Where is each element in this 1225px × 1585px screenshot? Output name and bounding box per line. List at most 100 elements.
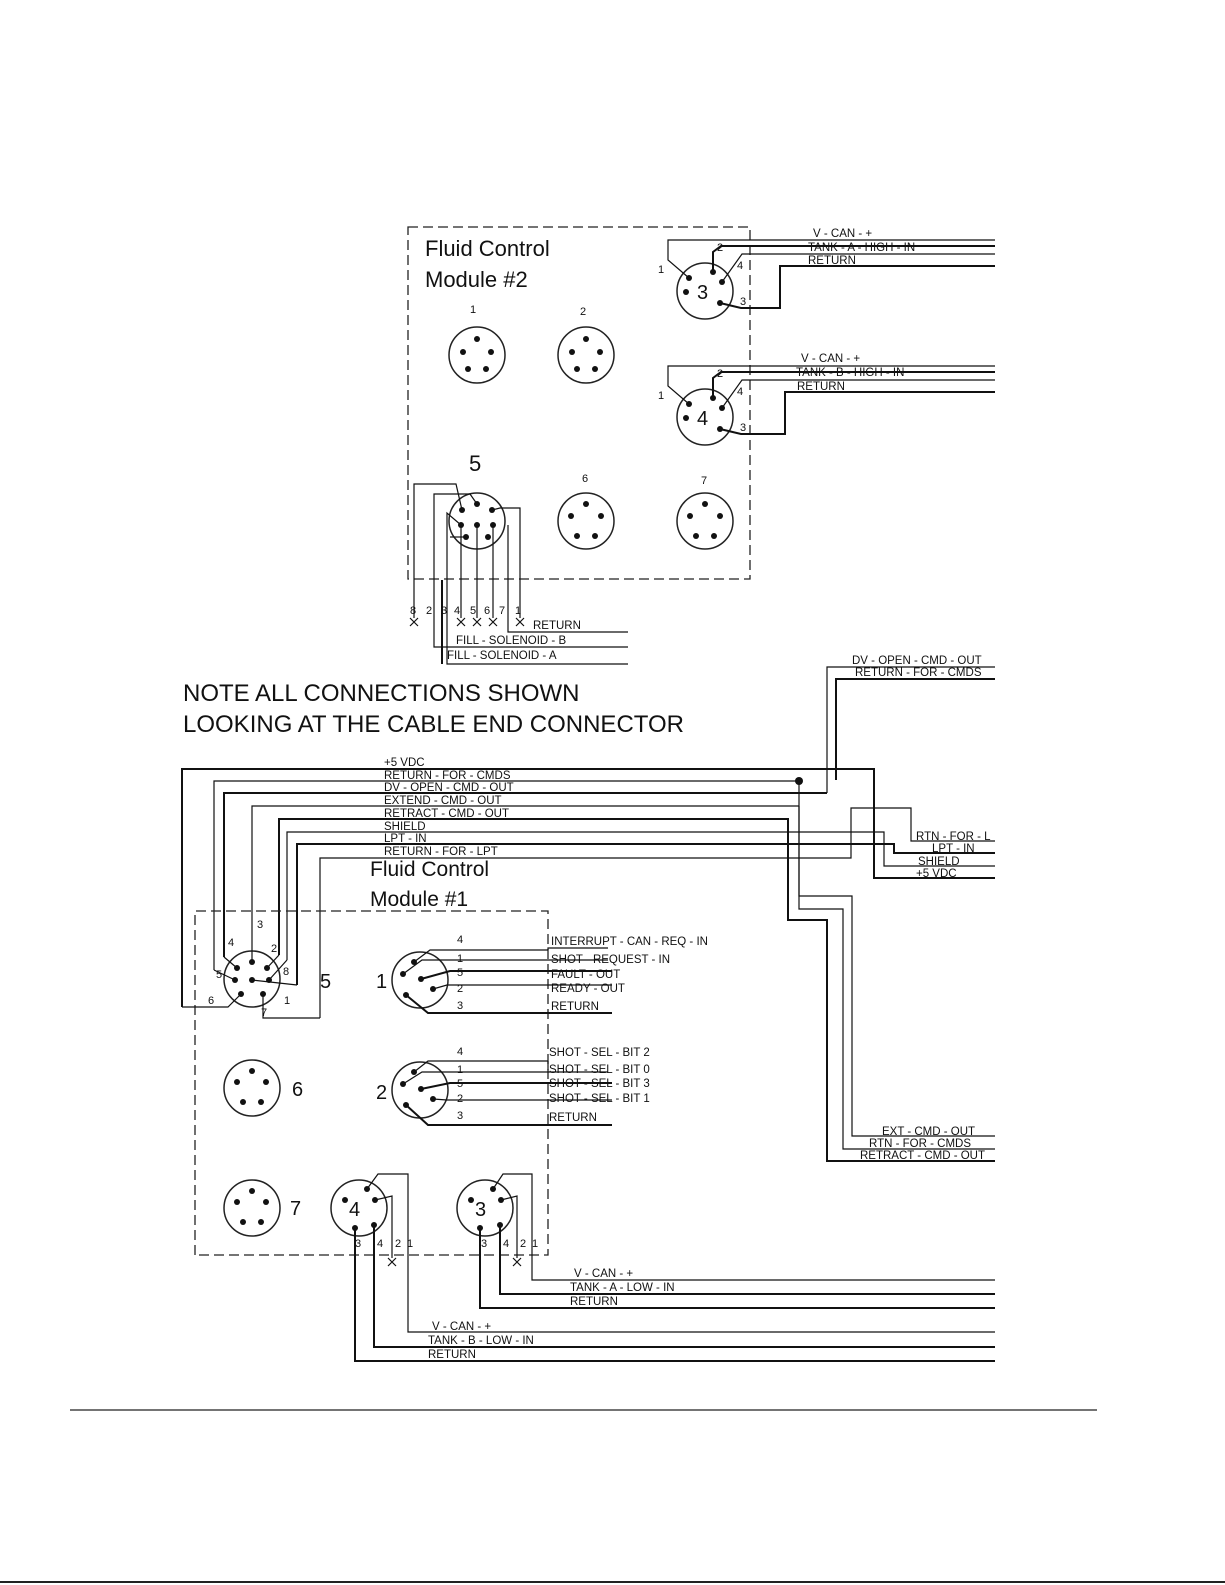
module1-c2-pin2: 2 bbox=[457, 1093, 463, 1105]
module2-connector-1 bbox=[448, 326, 506, 384]
module1-connector-3-label: 3 bbox=[475, 1199, 486, 1221]
right-mid-rtn-for-l: RTN - FOR - L bbox=[916, 831, 991, 843]
right-mid-shield: SHIELD bbox=[918, 856, 960, 868]
module1-title-line2: Module #1 bbox=[370, 888, 468, 911]
module1-c3-pin2: 2 bbox=[520, 1238, 526, 1250]
bus-5vdc: +5 VDC bbox=[384, 757, 425, 769]
module2-c5-pin5: 5 bbox=[470, 605, 476, 617]
module2-c3-pin3: 3 bbox=[740, 296, 746, 308]
module1-c3-pin1: 1 bbox=[532, 1238, 538, 1250]
module1-c2-pin1: 1 bbox=[457, 1064, 463, 1076]
module2-c5-unused-terminals bbox=[409, 617, 525, 627]
module1-c3-signal-vcan: V - CAN - + bbox=[574, 1268, 633, 1280]
module1-connector-3 bbox=[456, 1179, 514, 1237]
module2-c5-pin8: 8 bbox=[410, 605, 416, 617]
junction-return-cmds bbox=[795, 777, 803, 785]
module1-c1-pin4: 4 bbox=[457, 934, 463, 946]
module2-c5-pin7: 7 bbox=[499, 605, 505, 617]
bus-return-for-lpt: RETURN - FOR - LPT bbox=[384, 846, 498, 858]
right-low-ext-cmd: EXT - CMD - OUT bbox=[882, 1126, 975, 1138]
module1-c5-pin3: 3 bbox=[257, 919, 263, 931]
module1-c2-pin5: 5 bbox=[457, 1078, 463, 1090]
module2-c4-pin3: 3 bbox=[740, 422, 746, 434]
module2-c3-pin2: 2 bbox=[717, 242, 723, 254]
bus-retract-cmd: RETRACT - CMD - OUT bbox=[384, 808, 509, 820]
module1-connector-6 bbox=[223, 1059, 281, 1117]
module1-c5-pin4: 4 bbox=[228, 937, 234, 949]
right-mid-5vdc: +5 VDC bbox=[916, 868, 957, 880]
module1-c1-signal-interrupt: INTERRUPT - CAN - REQ - IN bbox=[551, 936, 708, 948]
module1-c3-pin4: 4 bbox=[503, 1238, 509, 1250]
module1-connector-2-label: 2 bbox=[376, 1082, 387, 1104]
bus-shield: SHIELD bbox=[384, 821, 426, 833]
module1-c2-signal-return: RETURN bbox=[549, 1112, 597, 1124]
right-low-retract-cmd: RETRACT - CMD - OUT bbox=[860, 1150, 985, 1162]
module1-connector-1 bbox=[391, 951, 449, 1009]
module1-c4-signal-return: RETURN bbox=[428, 1349, 476, 1361]
module2-c5-pin2: 2 bbox=[426, 605, 432, 617]
module1-c1-pin1: 1 bbox=[457, 953, 463, 965]
module1-c3-signal-tank-a-low: TANK - A - LOW - IN bbox=[570, 1282, 675, 1294]
module1-boundary bbox=[194, 910, 549, 1256]
module2-connector-2 bbox=[557, 326, 615, 384]
module2-c4-pin2: 2 bbox=[717, 368, 723, 380]
module1-c1-pin3: 3 bbox=[457, 1000, 463, 1012]
module1-connector-2 bbox=[391, 1061, 449, 1119]
module1-c5-pin1: 1 bbox=[284, 995, 290, 1007]
module2-c3-signal-return: RETURN bbox=[808, 255, 856, 267]
module1-connector-7 bbox=[223, 1179, 281, 1237]
module1-c2-signal-bit3: SHOT - SEL - BIT 3 bbox=[549, 1078, 650, 1090]
module1-c1-pin2: 2 bbox=[457, 983, 463, 995]
right-low-rtn-for-cmds: RTN - FOR - CMDS bbox=[869, 1138, 971, 1150]
module2-boundary bbox=[407, 226, 751, 580]
module2-c4-signal-tank-b-high: TANK - B - HIGH - IN bbox=[796, 367, 904, 379]
module2-connector-5 bbox=[448, 492, 506, 550]
module2-c5-pin6: 6 bbox=[484, 605, 490, 617]
note-line2: LOOKING AT THE CABLE END CONNECTOR bbox=[183, 711, 684, 738]
module2-c5-signal-return: RETURN bbox=[533, 620, 581, 632]
module1-c4-pin4: 4 bbox=[377, 1238, 383, 1250]
module2-connector-3 bbox=[676, 262, 734, 320]
module2-connector-5-label: 5 bbox=[469, 451, 481, 476]
module2-c5-signal-fill-a: FILL - SOLENOID - A bbox=[447, 650, 557, 662]
module1-connector-4-label: 4 bbox=[349, 1199, 360, 1221]
module2-c4-signal-return: RETURN bbox=[797, 381, 845, 393]
module1-c4-signal-vcan: V - CAN - + bbox=[432, 1321, 491, 1333]
bus-return-for-cmds: RETURN - FOR - CMDS bbox=[384, 770, 511, 782]
module2-connector-2-label: 2 bbox=[580, 306, 586, 318]
module2-title-line2: Module #2 bbox=[425, 267, 528, 292]
bus-dv-open: DV - OPEN - CMD - OUT bbox=[384, 782, 514, 794]
module1-c4-pin2: 2 bbox=[395, 1238, 401, 1250]
module1-c3-unused-terminal bbox=[512, 1257, 522, 1267]
module1-c2-signal-bit1: SHOT - SEL - BIT 1 bbox=[549, 1093, 650, 1105]
right-top-return-for-cmds: RETURN - FOR - CMDS bbox=[855, 667, 982, 679]
module1-connector-1-label: 1 bbox=[376, 971, 387, 993]
module1-c1-pin5: 5 bbox=[457, 967, 463, 979]
module1-c5-pin2: 2 bbox=[271, 943, 277, 955]
right-mid-lpt-in: LPT - IN bbox=[932, 843, 975, 855]
module2-c5-signal-fill-b: FILL - SOLENOID - B bbox=[456, 635, 566, 647]
module1-title-line1: Fluid Control bbox=[370, 858, 489, 881]
module1-c5-pin5: 5 bbox=[216, 969, 222, 981]
module2-title-line1: Fluid Control bbox=[425, 236, 550, 261]
bus-lpt-in: LPT - IN bbox=[384, 833, 427, 845]
module1-c3-pin3: 3 bbox=[481, 1238, 487, 1250]
module1-connector-6-label: 6 bbox=[292, 1079, 303, 1101]
module1-c2-pin4: 4 bbox=[457, 1046, 463, 1058]
module1-c2-signal-bit2: SHOT - SEL - BIT 2 bbox=[549, 1047, 650, 1059]
module2-c4-pin4: 4 bbox=[737, 386, 743, 398]
module1-c4-unused-terminal bbox=[387, 1257, 397, 1267]
module1-c5-pin8: 8 bbox=[283, 966, 289, 978]
right-top-dv-open: DV - OPEN - CMD - OUT bbox=[852, 655, 982, 667]
module1-connector-4 bbox=[330, 1179, 388, 1237]
module1-c1-signal-fault: FAULT - OUT bbox=[551, 969, 620, 981]
module2-c4-pin1: 1 bbox=[658, 390, 664, 402]
module2-connector-7-label: 7 bbox=[701, 475, 707, 487]
module1-c1-signal-ready: READY - OUT bbox=[551, 983, 625, 995]
module2-c4-signal-vcan: V - CAN - + bbox=[801, 353, 860, 365]
module1-c1-signal-shot-request: SHOT - REQUEST - IN bbox=[551, 954, 670, 966]
module1-c2-pin3: 3 bbox=[457, 1110, 463, 1122]
module1-connector-7-label: 7 bbox=[290, 1198, 301, 1220]
module2-connector-6-label: 6 bbox=[582, 473, 588, 485]
